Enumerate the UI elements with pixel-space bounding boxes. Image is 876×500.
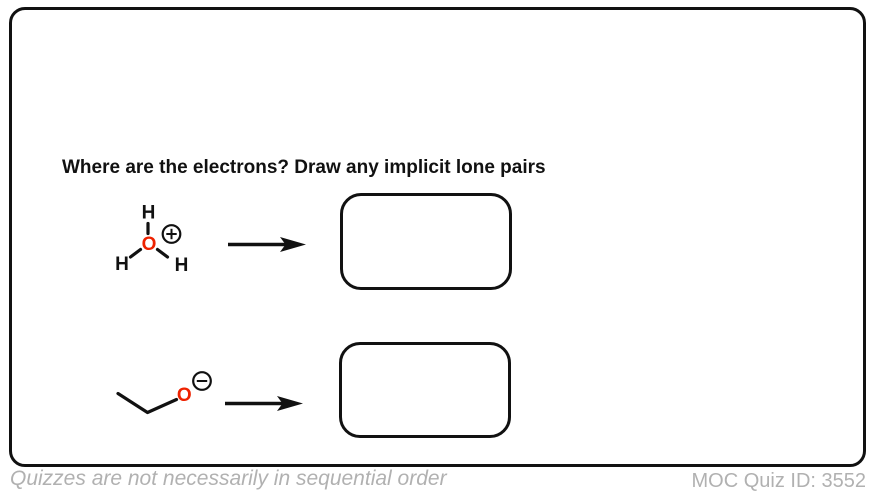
positive-charge-icon [161,224,182,244]
ethyl-chain-bonds [116,391,179,415]
bond-oxygen-hydrogen-left [128,247,143,259]
hydronium-ion-structure: H O H H [115,202,189,276]
negative-charge-icon [192,371,212,391]
ethoxide-ion-structure: O [116,371,212,415]
atom-label-oxygen: O [142,234,157,255]
reaction-arrow-icon [225,396,303,411]
atom-label-oxygen: O [177,385,192,406]
footer-note: Quizzes are not necessarily in sequentia… [10,467,447,490]
bond-oxygen-hydrogen-right [155,247,170,259]
reaction-arrow-icon [228,237,306,252]
atom-label-hydrogen-right: H [175,255,189,276]
question-prompt: Where are the electrons? Draw any implic… [62,157,546,178]
answer-box-2[interactable] [339,342,511,438]
atom-label-hydrogen-top: H [142,202,156,223]
quiz-id: MOC Quiz ID: 3552 [691,470,866,492]
atom-label-hydrogen-left: H [115,254,129,275]
answer-box-1[interactable] [340,193,512,290]
